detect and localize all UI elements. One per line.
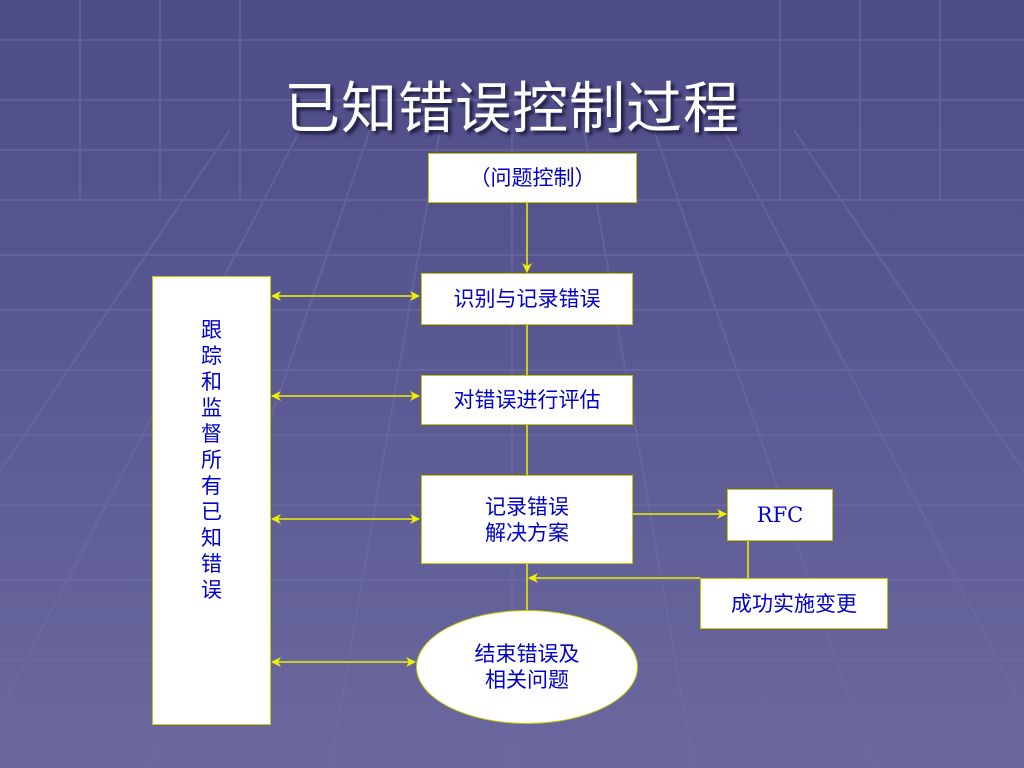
implement-change-box: 成功实施变更: [700, 578, 888, 629]
identify-record-box: 识别与记录错误: [421, 273, 633, 325]
problem-control-box: （问题控制）: [428, 153, 637, 203]
rfc-label: RFC: [756, 503, 804, 527]
problem-control-label: （问题控制）: [469, 166, 596, 190]
slide-title: 已知错误控制过程: [284, 77, 740, 142]
implement-change-label: 成功实施变更: [731, 591, 857, 616]
close-error-label: 结束错误及 相关问题: [474, 642, 580, 692]
record-solution-label: 记录错误 解决方案: [485, 494, 569, 545]
close-error-ellipse: 结束错误及 相关问题: [416, 610, 638, 724]
tracking-label: 跟 踪 和 监 督 所 有 已 知 错 误: [201, 318, 222, 602]
identify-record-label: 识别与记录错误: [453, 287, 601, 311]
record-solution-box: 记录错误 解决方案: [421, 475, 633, 564]
tracking-box: 跟 踪 和 监 督 所 有 已 知 错 误: [152, 276, 271, 725]
evaluate-label: 对错误进行评估: [453, 388, 601, 412]
rfc-box: RFC: [727, 489, 833, 541]
evaluate-box: 对错误进行评估: [421, 375, 633, 425]
